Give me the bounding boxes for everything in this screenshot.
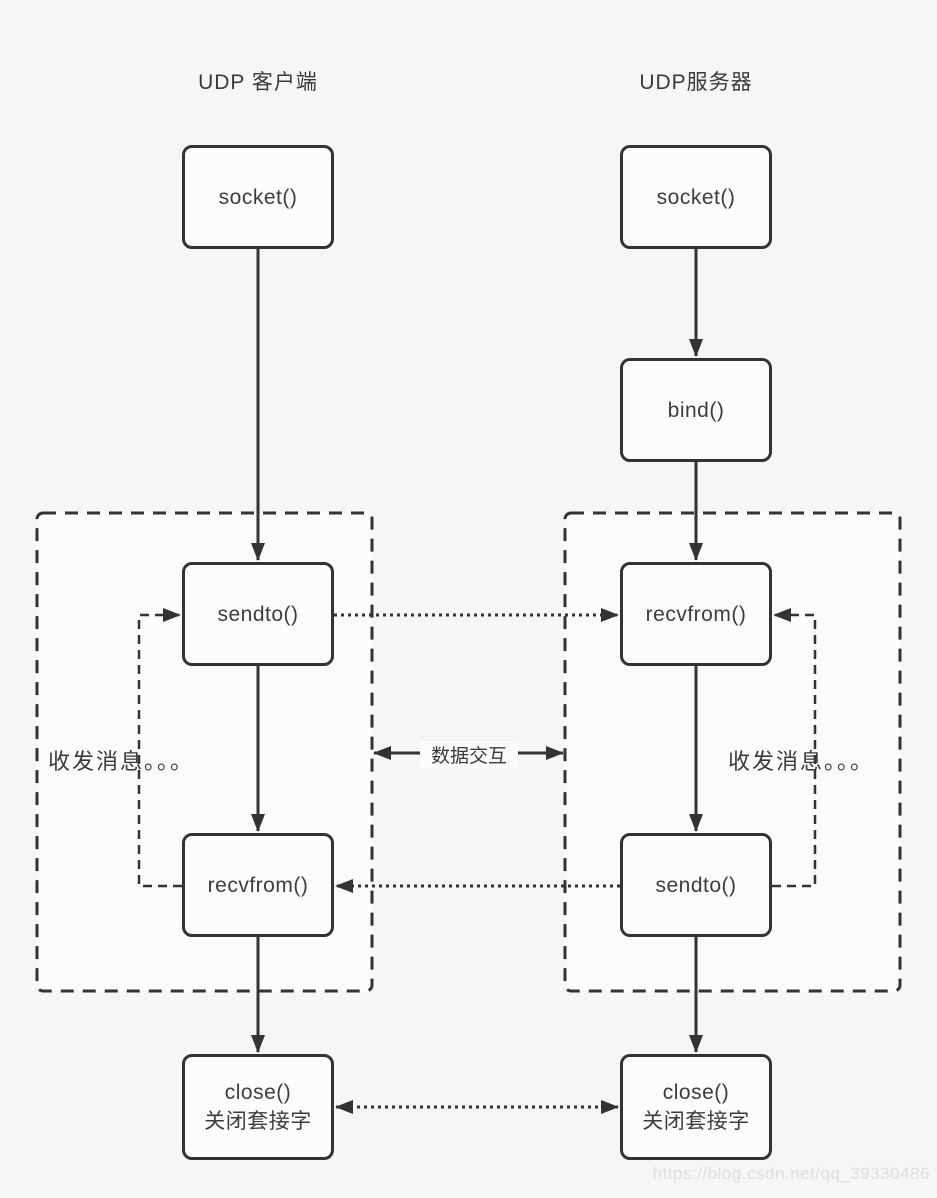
client-close-label-line2: 关闭套接字 — [204, 1110, 312, 1133]
loop-server-sendto-back-to-recvfrom — [772, 608, 817, 888]
server-column-title: UDP服务器 — [639, 71, 753, 94]
data-exchange-label: 数据交互 — [420, 741, 518, 768]
server-socket-label: socket() — [656, 185, 736, 209]
client-close-node: close() 关闭套接字 — [182, 1054, 334, 1160]
client-recvfrom-label: recvfrom() — [207, 873, 309, 897]
loop-client-recvfrom-back-to-sendto — [137, 608, 182, 888]
server-recvfrom-node: recvfrom() — [620, 562, 772, 666]
client-socket-node: socket() — [182, 145, 334, 249]
server-recvfrom-label: recvfrom() — [645, 602, 747, 626]
server-sendto-node: sendto() — [620, 833, 772, 937]
server-sendto-label: sendto() — [655, 873, 737, 897]
client-sendto-label: sendto() — [217, 602, 299, 626]
watermark-text: https://blog.csdn.net/qq_39330486 — [652, 1164, 930, 1183]
server-loop-label: 收发消息。。。 — [728, 749, 875, 774]
server-bind-label: bind() — [667, 398, 725, 422]
server-close-node: close() 关闭套接字 — [620, 1054, 772, 1160]
client-sendto-node: sendto() — [182, 562, 334, 666]
client-close-label-line1: close() — [224, 1081, 292, 1104]
server-close-label-line2: 关闭套接字 — [642, 1110, 750, 1133]
client-loop-label: 收发消息。。。 — [48, 749, 195, 774]
server-close-label-line1: close() — [662, 1081, 730, 1104]
client-recvfrom-node: recvfrom() — [182, 833, 334, 937]
server-bind-node: bind() — [620, 358, 772, 462]
server-socket-node: socket() — [620, 145, 772, 249]
client-socket-label: socket() — [218, 185, 298, 209]
client-column-title: UDP 客户端 — [198, 71, 318, 94]
